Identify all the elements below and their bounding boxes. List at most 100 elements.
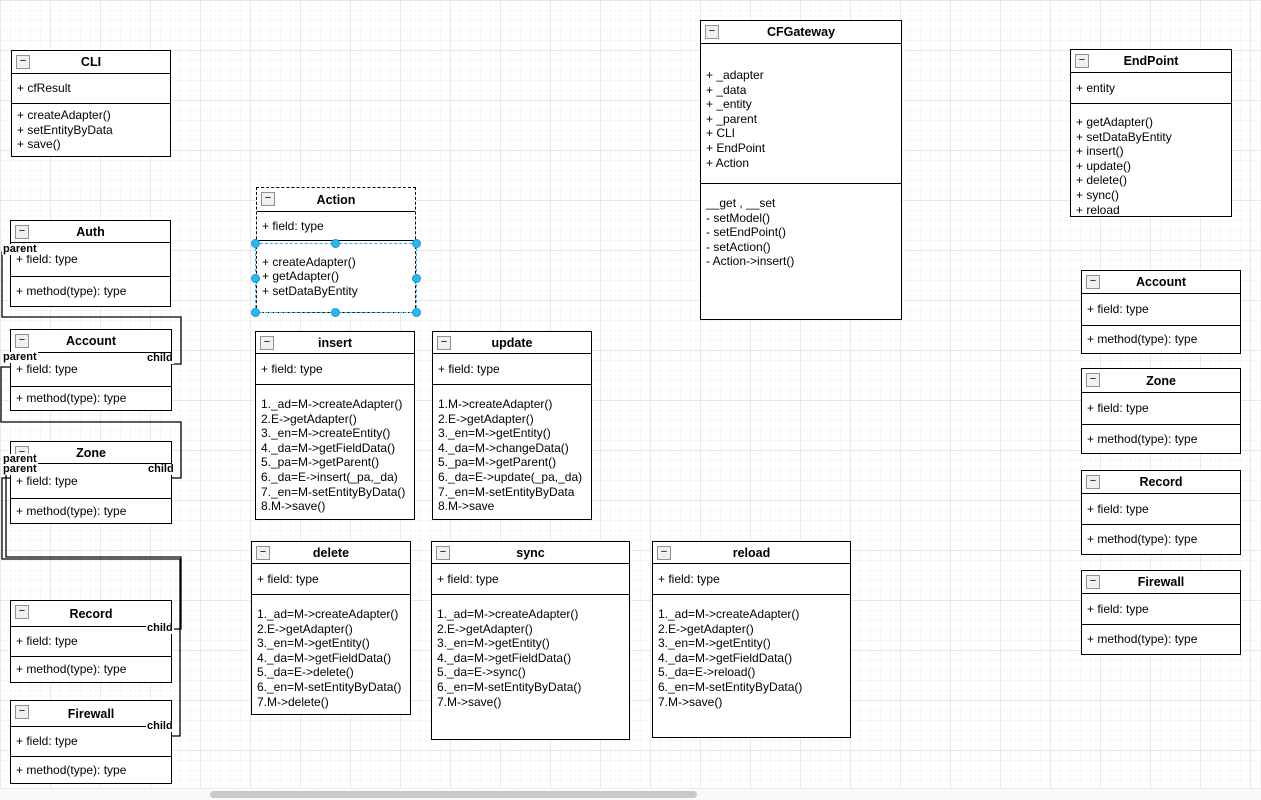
fields-compartment: + field: type	[11, 627, 171, 656]
selection-handle[interactable]	[412, 239, 421, 248]
class-firewall-left[interactable]: − Firewall + field: type + method(type):…	[10, 700, 172, 784]
class-update[interactable]: − update + field: type 1.M->createAdapte…	[432, 331, 592, 520]
class-cli[interactable]: − CLI + cfResult + createAdapter()+ setE…	[11, 50, 171, 157]
methods-compartment: + method(type): type	[11, 498, 171, 523]
class-title: Firewall	[1137, 575, 1185, 589]
member-line: 2.E->getAdapter()	[438, 411, 534, 426]
edge-label-child[interactable]: child	[146, 720, 174, 732]
member-line: + field: type	[1087, 401, 1149, 416]
class-cfgateway-title-bar: − CFGateway	[701, 21, 901, 44]
member-line: + Action	[706, 155, 750, 170]
class-delete[interactable]: − delete + field: type 1._ad=M->createAd…	[251, 541, 411, 715]
member-line: + getAdapter()	[262, 269, 340, 284]
selection-handle[interactable]	[331, 239, 340, 248]
member-line: 3._en=M->getEntity()	[658, 636, 771, 651]
class-auth[interactable]: − Auth + field: type + method(type): typ…	[10, 220, 171, 307]
fields-compartment: + field: type	[11, 353, 171, 386]
member-line: 6._da=E->update(_pa,_da)	[438, 469, 583, 484]
collapse-icon[interactable]: −	[15, 334, 29, 348]
class-firewall-right[interactable]: − Firewall + field: type + method(type):…	[1081, 570, 1241, 655]
member-line: 5._pa=M->getParent()	[438, 455, 557, 470]
class-title: Account	[1136, 275, 1186, 289]
member-line: + _entity	[706, 97, 752, 112]
class-update-title-bar: − update	[433, 332, 591, 354]
methods-compartment: + method(type): type	[11, 656, 171, 682]
fields-compartment: + field: type	[432, 564, 629, 594]
class-action[interactable]: − Action + field: type + createAdapter()…	[256, 187, 416, 313]
member-line: + method(type): type	[1087, 431, 1198, 446]
edge-label-parent[interactable]: parent	[2, 243, 38, 255]
member-line: 5._da=E->delete()	[257, 665, 354, 680]
collapse-icon[interactable]: −	[15, 605, 29, 619]
member-line: 1._ad=M->createAdapter()	[658, 607, 800, 621]
class-sync[interactable]: − sync + field: type 1._ad=M->createAdap…	[431, 541, 630, 740]
class-record-right[interactable]: − Record + field: type + method(type): t…	[1081, 470, 1241, 555]
edge-label-parent[interactable]: parent	[2, 453, 38, 465]
selection-handle[interactable]	[412, 274, 421, 283]
collapse-icon[interactable]: −	[1086, 275, 1100, 289]
selection-handle[interactable]	[251, 274, 260, 283]
edge-label-child[interactable]: child	[146, 352, 174, 364]
member-line: 4._da=M->getFieldData()	[261, 440, 396, 455]
edge-label-child[interactable]: child	[147, 463, 175, 475]
class-title: EndPoint	[1123, 54, 1179, 68]
selection-handle[interactable]	[251, 308, 260, 317]
member-line: + cfResult	[17, 81, 71, 96]
class-title: Account	[66, 334, 116, 348]
collapse-icon[interactable]: −	[15, 705, 29, 719]
class-insert[interactable]: − insert + field: type 1._ad=M->createAd…	[255, 331, 415, 520]
edge-label-parent[interactable]: parent	[2, 463, 38, 475]
class-account-left[interactable]: − Account + field: type + method(type): …	[10, 329, 172, 411]
collapse-icon[interactable]: −	[256, 546, 270, 560]
member-line: 2.E->getAdapter()	[437, 621, 533, 636]
horizontal-scrollbar[interactable]	[0, 788, 1261, 800]
edge-label-parent[interactable]: parent	[2, 351, 38, 363]
selection-handle[interactable]	[331, 308, 340, 317]
class-cfgateway[interactable]: − CFGateway + _adapter+ _data+ _entity+ …	[700, 20, 902, 320]
edge-label-child[interactable]: child	[146, 622, 174, 634]
collapse-icon[interactable]: −	[437, 336, 451, 350]
member-line: + createAdapter()	[262, 254, 356, 269]
collapse-icon[interactable]: −	[260, 336, 274, 350]
member-line: + method(type): type	[16, 662, 127, 677]
member-line: + method(type): type	[16, 391, 127, 406]
collapse-icon[interactable]: −	[657, 546, 671, 560]
class-title: CFGateway	[766, 25, 836, 39]
collapse-icon[interactable]: −	[436, 546, 450, 560]
member-line: 2.E->getAdapter()	[658, 621, 754, 636]
collapse-icon[interactable]: −	[1086, 373, 1100, 387]
fields-compartment: + field: type	[257, 212, 415, 240]
collapse-icon[interactable]: −	[1086, 575, 1100, 589]
member-line: + method(type): type	[16, 762, 127, 777]
scrollbar-thumb[interactable]	[210, 791, 697, 798]
class-zone-right[interactable]: − Zone + field: type + method(type): typ…	[1081, 368, 1241, 454]
collapse-icon[interactable]: −	[705, 25, 719, 39]
member-line: 7._en=M-setEntityByData	[438, 484, 575, 499]
member-line: + field: type	[261, 361, 323, 376]
selection-handle[interactable]	[251, 239, 260, 248]
collapse-icon[interactable]: −	[15, 225, 29, 239]
collapse-icon[interactable]: −	[261, 192, 275, 206]
class-zone-left[interactable]: − Zone + field: type + method(type): typ…	[10, 441, 172, 524]
collapse-icon[interactable]: −	[1086, 475, 1100, 489]
collapse-icon[interactable]: −	[1075, 54, 1089, 68]
class-account-title-bar: − Account	[11, 330, 171, 353]
class-endpoint-title-bar: − EndPoint	[1071, 50, 1231, 73]
methods-compartment: + method(type): type	[1082, 424, 1240, 453]
member-line: + field: type	[257, 571, 319, 586]
class-title: reload	[732, 545, 771, 560]
selection-handle[interactable]	[412, 308, 421, 317]
class-title: Action	[316, 192, 356, 207]
class-account-right[interactable]: − Account + field: type + method(type): …	[1081, 270, 1241, 354]
member-line: 6._en=M-setEntityByData()	[658, 679, 803, 694]
member-line: + method(type): type	[1087, 332, 1198, 347]
class-endpoint[interactable]: − EndPoint + entity + getAdapter()+ setD…	[1070, 49, 1232, 217]
class-reload[interactable]: − reload + field: type 1._ad=M->createAd…	[652, 541, 851, 738]
methods-compartment: 1.M->createAdapter()2.E->getAdapter()3._…	[433, 384, 591, 519]
member-line: 4._da=M->getFieldData()	[437, 650, 572, 665]
collapse-icon[interactable]: −	[16, 55, 30, 69]
member-line: + EndPoint	[706, 140, 766, 155]
class-cli-title-bar: − CLI	[12, 51, 170, 74]
class-record-left[interactable]: − Record + field: type + method(type): t…	[10, 600, 172, 683]
